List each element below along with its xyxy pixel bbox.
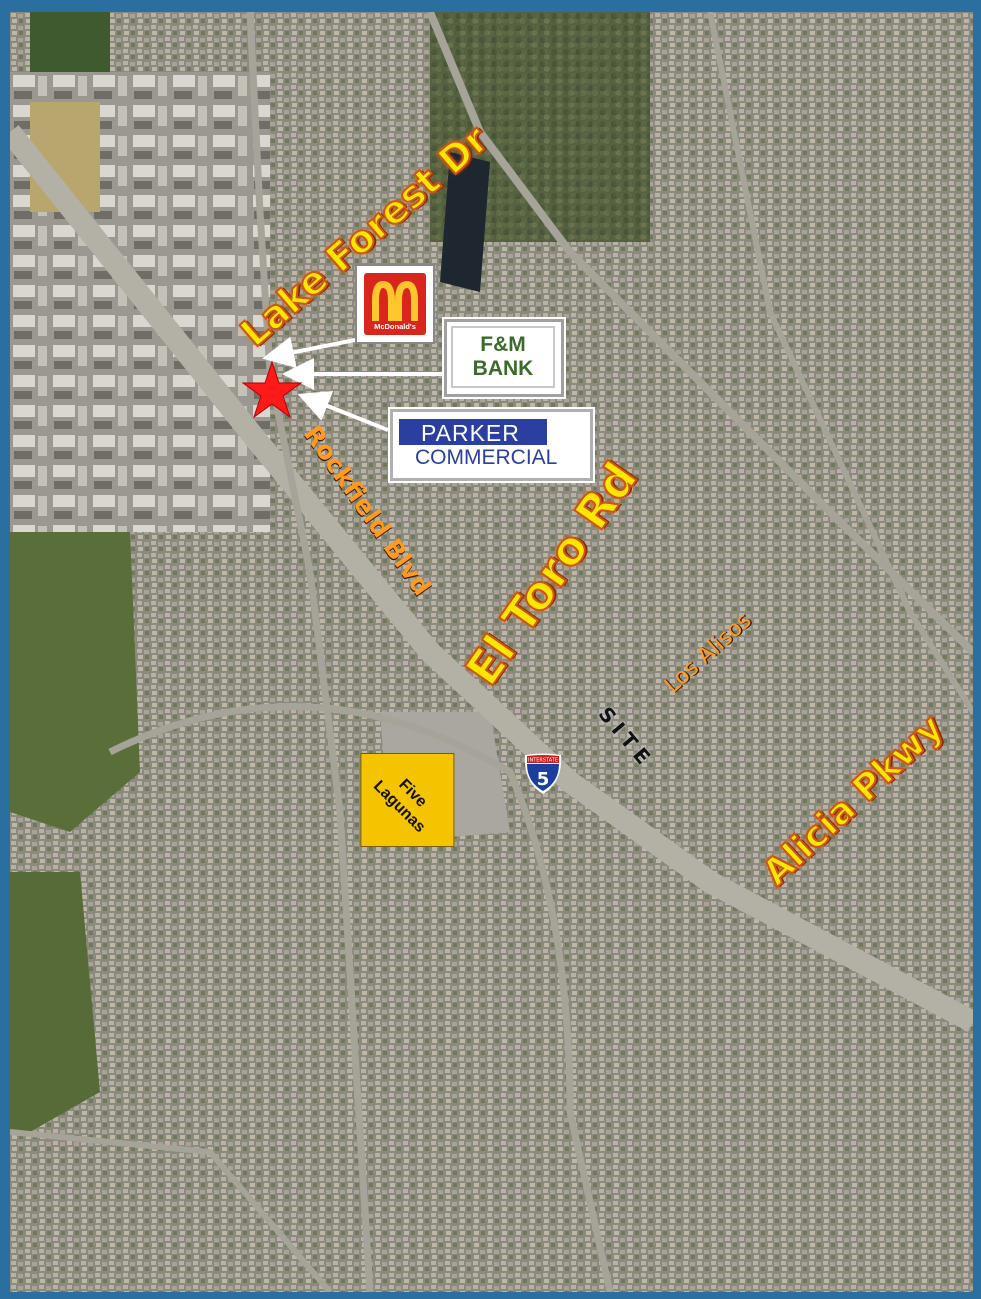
arrow-mcdonalds bbox=[262, 336, 356, 368]
road-el-toro bbox=[426, 12, 973, 655]
golden-arches-icon bbox=[372, 281, 418, 321]
mcdonalds-text: McDonald's bbox=[374, 322, 416, 331]
aerial-map: Lake Forest Dr Rockfield Blvd El Toro Rd… bbox=[10, 12, 973, 1292]
arrow-parker bbox=[297, 390, 389, 432]
parker-commercial-logo: PARKER COMMERCIAL bbox=[390, 409, 593, 481]
road-rockfield bbox=[246, 12, 374, 1292]
road-loop bbox=[108, 703, 614, 1292]
golf-course-south bbox=[10, 872, 100, 1132]
golf-course bbox=[10, 532, 140, 832]
lake bbox=[440, 152, 490, 292]
parker-line2: COMMERCIAL bbox=[415, 446, 558, 469]
interstate-label: INTERSTATE bbox=[528, 758, 558, 764]
site-star-icon bbox=[241, 360, 303, 419]
callout-arrows bbox=[241, 336, 442, 432]
aerial-imagery bbox=[10, 12, 973, 1292]
interstate-5-shield: INTERSTATE 5 bbox=[524, 753, 562, 794]
fm-bank-line2: BANK bbox=[472, 357, 534, 380]
farm-field bbox=[30, 12, 110, 72]
fm-bank-line1: F&M bbox=[480, 333, 526, 356]
road-east bbox=[707, 12, 973, 714]
fm-bank-logo: F&M BANK bbox=[444, 319, 564, 397]
road-south bbox=[10, 1129, 333, 1292]
parker-line1: PARKER bbox=[421, 420, 520, 446]
interstate-number: 5 bbox=[537, 769, 550, 790]
freeway-i5 bbox=[10, 125, 973, 1032]
mcdonalds-logo: McDonald's bbox=[357, 266, 433, 342]
